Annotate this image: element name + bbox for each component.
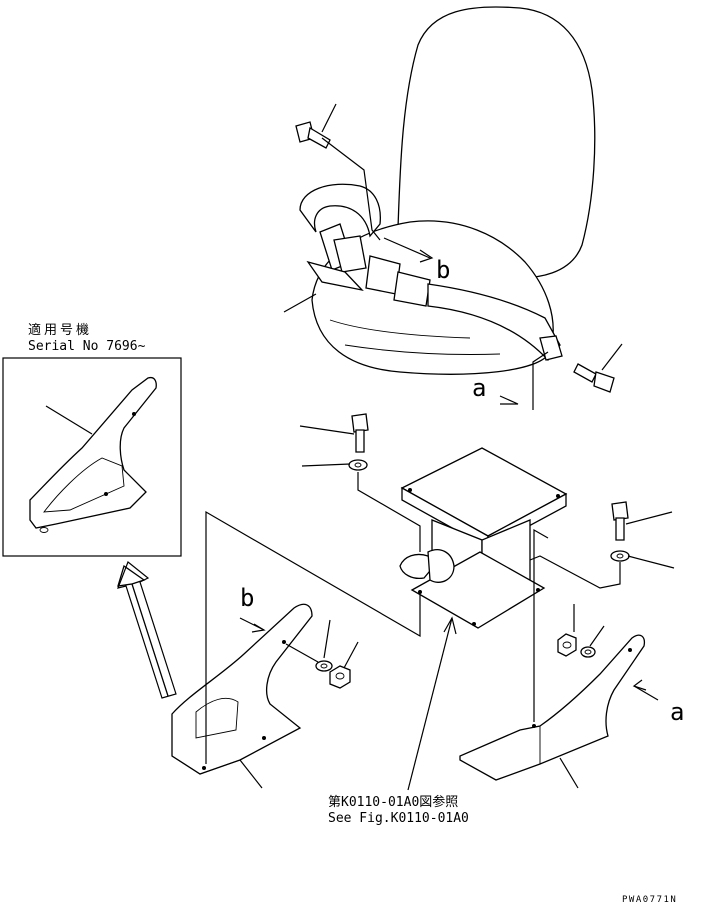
washer-left <box>315 660 333 672</box>
callout-a-lower: a <box>670 698 684 726</box>
inset-label-serial: Serial No 7696~ <box>28 339 146 354</box>
nut-left <box>329 665 351 689</box>
bolt-stand-right <box>611 501 629 541</box>
callout-b-lower: b <box>240 584 254 612</box>
arrow-to-inset <box>117 561 177 699</box>
reference-jp: 第K0110-01A0図参照 <box>328 794 458 810</box>
inset-box <box>2 357 182 557</box>
bracket-right <box>459 634 646 781</box>
bolt-upper-left <box>295 121 331 149</box>
nut-right <box>557 633 577 657</box>
bolt-upper-right <box>573 363 615 393</box>
seat-stand <box>399 447 568 629</box>
bolt-stand-left <box>351 413 369 453</box>
callout-a-upper: a <box>472 374 486 402</box>
inset-label-jp: 適用号機 <box>28 322 92 338</box>
bracket-left <box>171 603 313 775</box>
washer-stand-left <box>348 459 368 471</box>
washer-right <box>580 646 596 658</box>
drawing-code: PWA0771N <box>622 895 677 905</box>
washer-stand-right <box>610 550 630 562</box>
seat-belt <box>299 183 563 361</box>
callout-b-upper: b <box>436 256 450 284</box>
reference-en: See Fig.K0110-01A0 <box>328 811 469 826</box>
